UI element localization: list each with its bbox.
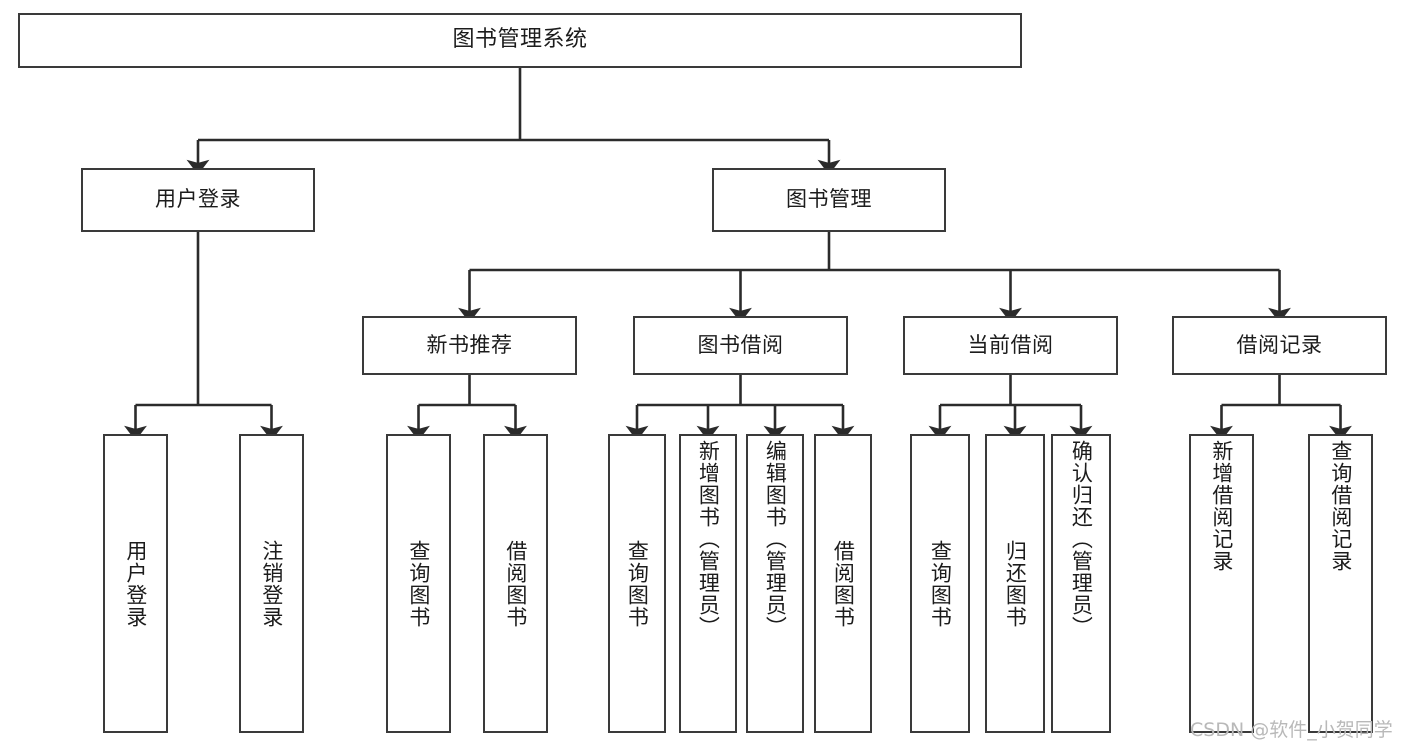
node-current-borrow[interactable]: 当前借阅 [903,316,1118,375]
node-root[interactable]: 图书管理系统 [18,13,1022,68]
node-leaf-borrow-book-1[interactable]: 借阅图书 [483,434,548,733]
node-leaf-query-book-2[interactable]: 查询图书 [608,434,666,733]
node-label: 查询图书 [406,539,431,628]
node-label: 归还图书 [1003,539,1028,628]
node-book-borrow[interactable]: 图书借阅 [633,316,848,375]
node-label: 确认归还（管理员） [1069,440,1094,638]
wire-layer [124,68,1352,441]
node-leaf-confirm-return[interactable]: 确认归还（管理员） [1051,434,1111,733]
node-leaf-user-login[interactable]: 用户登录 [103,434,168,733]
node-label: 新增图书（管理员） [696,440,721,638]
node-leaf-query-book-3[interactable]: 查询图书 [910,434,970,733]
node-leaf-return-book[interactable]: 归还图书 [985,434,1045,733]
node-new-book-rec[interactable]: 新书推荐 [362,316,577,375]
node-label: 借阅图书 [503,539,528,628]
node-label: 用户登录 [155,187,241,212]
node-label: 图书借阅 [697,332,784,357]
node-label: 注销登录 [259,539,284,628]
node-leaf-query-book-1[interactable]: 查询图书 [386,434,451,733]
node-label: 借阅图书 [831,539,856,628]
node-label: 查询借阅记录 [1328,440,1353,572]
node-label: 当前借阅 [967,332,1054,357]
node-leaf-logout[interactable]: 注销登录 [239,434,304,733]
watermark-label: CSDN @软件_小贺同学 [1190,719,1393,741]
node-label: 新书推荐 [426,332,513,357]
node-leaf-add-book[interactable]: 新增图书（管理员） [679,434,737,733]
node-label: 编辑图书（管理员） [763,440,788,638]
node-leaf-add-record[interactable]: 新增借阅记录 [1189,434,1254,733]
node-leaf-edit-book[interactable]: 编辑图书（管理员） [746,434,804,733]
node-book-manage[interactable]: 图书管理 [712,168,946,232]
node-borrow-record[interactable]: 借阅记录 [1172,316,1387,375]
node-label: 图书管理 [786,187,872,212]
node-leaf-query-record[interactable]: 查询借阅记录 [1308,434,1373,733]
node-label: 借阅记录 [1236,332,1323,357]
node-label: 查询图书 [928,539,953,628]
node-label: 查询图书 [625,539,650,628]
node-user-login[interactable]: 用户登录 [81,168,315,232]
node-leaf-borrow-book-2[interactable]: 借阅图书 [814,434,872,733]
node-label: 图书管理系统 [452,27,588,53]
node-label: 用户登录 [123,539,148,628]
node-label: 新增借阅记录 [1209,440,1234,572]
